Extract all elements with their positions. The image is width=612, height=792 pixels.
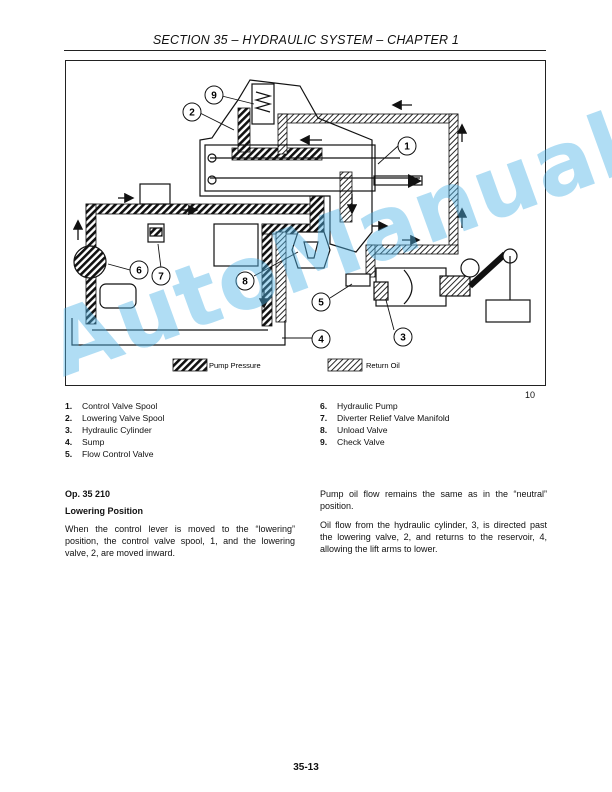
- callout-5: 5: [311, 292, 331, 312]
- right-column: Pump oil flow remains the same as in the…: [320, 488, 547, 562]
- svg-text:6: 6: [136, 266, 142, 277]
- callout-4: 4: [311, 329, 331, 349]
- sump-outline: [71, 318, 286, 346]
- svg-text:2: 2: [189, 108, 195, 119]
- component-item: 5.Flow Control Valve: [65, 449, 154, 459]
- section-heading: Lowering Position: [65, 506, 143, 516]
- callout-3: 3: [393, 327, 413, 347]
- callout-2: 2: [182, 102, 202, 122]
- page-number: 35-13: [293, 762, 319, 773]
- section-header: SECTION 35 – HYDRAULIC SYSTEM – CHAPTER …: [152, 33, 460, 47]
- legend-return-oil-label: Return Oil: [366, 361, 400, 370]
- legend-return-oil: Return Oil: [327, 358, 400, 372]
- body-paragraph: Oil flow from the hydraulic cylinder, 3,…: [320, 520, 547, 554]
- flow-arrows: [72, 99, 468, 309]
- callout-1: 1: [397, 136, 417, 156]
- component-item: 3.Hydraulic Cylinder: [65, 425, 152, 435]
- operation-number: Op. 35 210: [65, 489, 111, 499]
- component-list-left: 1.Control Valve Spool 2.Lowering Valve S…: [65, 400, 165, 460]
- figure-number: 10: [525, 390, 536, 400]
- component-item: 4.Sump: [65, 437, 105, 447]
- component-item: 9.Check Valve: [320, 437, 385, 447]
- hydraulic-cylinder: [375, 248, 531, 323]
- svg-text:8: 8: [242, 277, 248, 288]
- svg-text:9: 9: [211, 91, 217, 102]
- component-list-right: 6.Hydraulic Pump 7.Diverter Relief Valve…: [320, 400, 450, 448]
- component-item: 8.Unload Valve: [320, 425, 388, 435]
- left-column: Op. 35 210 Lowering Position When the co…: [65, 488, 295, 566]
- body-paragraph: When the control lever is moved to the “…: [65, 524, 295, 558]
- svg-text:5: 5: [318, 298, 324, 309]
- svg-text:4: 4: [318, 335, 324, 346]
- lever-direction-arrow: [408, 174, 422, 188]
- diverter-relief-valve: [139, 183, 259, 267]
- callout-9: 9: [204, 85, 224, 105]
- unload-valve: [291, 231, 331, 269]
- flow-control-valve: [345, 273, 389, 301]
- callout-8: 8: [235, 271, 255, 291]
- body-paragraph: Pump oil flow remains the same as in the…: [320, 489, 547, 511]
- svg-text:1: 1: [404, 142, 410, 153]
- svg-text:7: 7: [158, 272, 164, 283]
- hydraulic-pump: [73, 245, 137, 309]
- header-rule: [64, 50, 546, 51]
- callout-6: 6: [129, 260, 149, 280]
- legend-pump-pressure-label: Pump Pressure: [209, 361, 261, 370]
- component-item: 6.Hydraulic Pump: [320, 401, 398, 411]
- component-item: 1.Control Valve Spool: [65, 401, 158, 411]
- check-valve: [251, 83, 275, 125]
- valve-body: [199, 79, 423, 253]
- legend-pump-pressure: Pump Pressure: [172, 358, 261, 372]
- callout-leaders: [107, 95, 399, 339]
- hydraulic-diagram-frame: [65, 60, 546, 386]
- callout-7: 7: [151, 266, 171, 286]
- component-item: 7.Diverter Relief Valve Manifold: [320, 413, 450, 423]
- svg-text:3: 3: [400, 333, 406, 344]
- component-item: 2.Lowering Valve Spool: [65, 413, 165, 423]
